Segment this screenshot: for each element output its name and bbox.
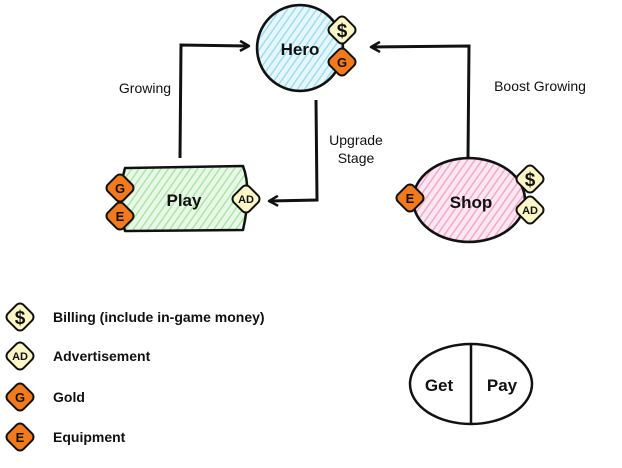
gold-icon-glyph: G bbox=[337, 55, 347, 70]
get-pay-key: Get Pay bbox=[408, 342, 534, 426]
legend-label-equipment: Equipment bbox=[53, 429, 126, 445]
equipment-icon-glyph: E bbox=[116, 209, 125, 224]
gold-icon: G bbox=[327, 47, 357, 77]
legend-item-equipment: E Equipment bbox=[5, 422, 126, 452]
billing-icon-glyph: $ bbox=[525, 170, 536, 191]
edge-label-growing: Growing bbox=[119, 80, 171, 96]
legend-item-advertisement: AD Advertisement bbox=[5, 341, 151, 371]
legend-item-billing: $ Billing (include in-game money) bbox=[5, 302, 265, 332]
node-play-label: Play bbox=[167, 191, 203, 210]
legend: $ Billing (include in-game money) AD Adv… bbox=[5, 302, 265, 452]
advertisement-icon-glyph: AD bbox=[238, 194, 254, 206]
node-play: Play G E AD bbox=[105, 164, 261, 233]
billing-icon-glyph: $ bbox=[337, 21, 348, 42]
billing-icon: $ bbox=[515, 164, 545, 194]
legend-label-advertisement: Advertisement bbox=[53, 348, 151, 364]
equipment-icon: E bbox=[5, 422, 35, 452]
gold-icon-glyph: G bbox=[115, 181, 125, 196]
billing-icon: $ bbox=[5, 302, 35, 332]
node-shop-label: Shop bbox=[450, 193, 493, 212]
edge-label-boost-growing: Boost Growing bbox=[494, 78, 586, 94]
node-shop: Shop E $ AD bbox=[395, 156, 545, 244]
billing-icon: $ bbox=[327, 15, 357, 45]
node-hero-label: Hero bbox=[281, 40, 320, 59]
legend-label-gold: Gold bbox=[53, 389, 85, 405]
get-pay-key-right-label: Pay bbox=[487, 376, 518, 395]
edge-boost-growing-arrow bbox=[372, 46, 471, 159]
equipment-icon: E bbox=[105, 201, 135, 231]
equipment-icon: E bbox=[395, 183, 425, 213]
advertisement-icon: AD bbox=[231, 184, 261, 214]
advertisement-icon-glyph: AD bbox=[12, 351, 28, 363]
advertisement-icon: AD bbox=[515, 195, 545, 225]
gold-icon-glyph: G bbox=[15, 390, 25, 405]
edge-label-upgrade-line1: Upgrade bbox=[329, 132, 383, 148]
legend-item-gold: G Gold bbox=[5, 382, 85, 412]
edge-growing-arrow bbox=[178, 45, 248, 159]
node-hero: Hero $ G bbox=[255, 3, 357, 93]
advertisement-icon: AD bbox=[5, 341, 35, 371]
edge-label-upgrade-line2: Stage bbox=[338, 150, 375, 166]
legend-label-billing: Billing (include in-game money) bbox=[53, 309, 265, 325]
equipment-icon-glyph: E bbox=[16, 430, 25, 445]
advertisement-icon-glyph: AD bbox=[522, 205, 538, 217]
gold-icon: G bbox=[5, 382, 35, 412]
gold-icon: G bbox=[105, 173, 135, 203]
equipment-icon-glyph: E bbox=[406, 191, 415, 206]
get-pay-key-left-label: Get bbox=[425, 376, 454, 395]
billing-icon-glyph: $ bbox=[15, 308, 26, 329]
edge-upgrade-stage-arrow bbox=[270, 99, 319, 201]
